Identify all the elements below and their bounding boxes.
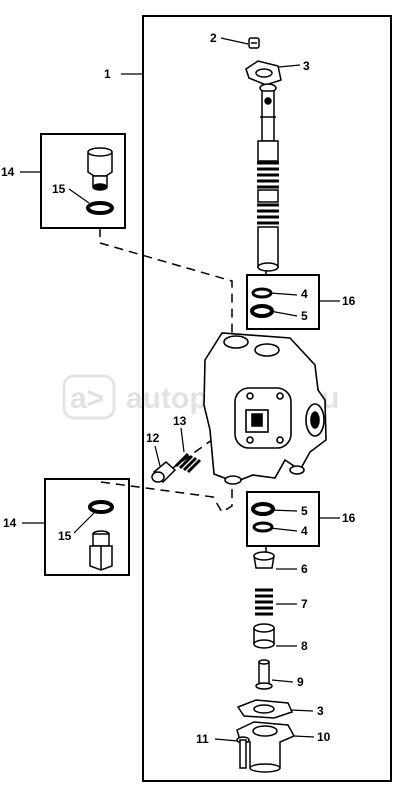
part-13-spring	[174, 452, 202, 474]
watermark-logo-badge	[62, 374, 116, 420]
callout-16-top: 16	[342, 294, 356, 308]
callout-7: 7	[301, 597, 308, 611]
callout-10: 10	[317, 730, 331, 744]
part-6-sleeve	[253, 551, 275, 569]
part-15-o-ring-bottom	[88, 500, 114, 514]
callout-15-bottom: 15	[58, 529, 72, 543]
callout-5-bottom: 5	[301, 504, 308, 518]
callout-2: 2	[210, 31, 217, 45]
assembly-frame	[142, 15, 392, 782]
seal-kit-top-parts	[250, 287, 274, 318]
callout-12: 12	[146, 431, 160, 445]
part-2-screw	[248, 37, 260, 49]
part-11-screw	[236, 736, 250, 769]
part-7-spring	[255, 588, 273, 616]
callout-5-top: 5	[301, 309, 308, 323]
seal-kit-bottom-parts	[251, 502, 275, 533]
callout-6: 6	[301, 562, 308, 576]
callout-15-top: 15	[52, 182, 66, 196]
part-3-flange-top	[245, 60, 282, 86]
callout-3-bottom: 3	[317, 704, 324, 718]
part-15-o-ring-top	[86, 201, 114, 215]
callout-9: 9	[297, 675, 304, 689]
seal-kit-box-bottom	[246, 491, 320, 547]
callout-8: 8	[301, 639, 308, 653]
callout-1: 1	[104, 67, 111, 81]
seal-kit-box-top	[246, 274, 320, 330]
callout-4-bottom: 4	[301, 524, 308, 538]
valve-body	[203, 332, 327, 485]
callout-4-top: 4	[301, 287, 308, 301]
callout-13: 13	[173, 414, 187, 428]
part-3-flange-bottom	[236, 699, 294, 719]
callout-labels: 1 2 3 14 15 4 5 16 12 13 14 15 5 4 16 6 …	[1, 31, 356, 746]
part-9-stopper	[255, 659, 273, 690]
spool	[257, 83, 279, 272]
callout-11: 11	[196, 732, 209, 746]
part-8-bushing	[253, 623, 275, 649]
part-14-plug-bottom	[89, 530, 113, 571]
callout-16-bottom: 16	[342, 511, 356, 525]
callout-14-top: 14	[1, 165, 15, 179]
part-12-cap	[151, 461, 177, 484]
watermark-logo: a>	[70, 382, 104, 415]
callout-3-top: 3	[303, 59, 310, 73]
part-10-end-cap	[236, 721, 296, 773]
callout-14-bottom: 14	[3, 516, 17, 530]
plug-kit-box-top	[40, 133, 126, 229]
part-14-plug-top	[87, 147, 113, 191]
plug-kit-box-bottom	[44, 478, 130, 576]
